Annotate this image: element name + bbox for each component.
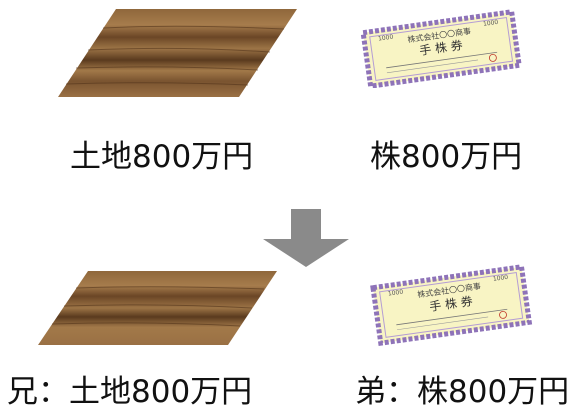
land-parcel-image-bottom: [38, 271, 277, 345]
down-arrow-icon: [263, 209, 349, 267]
elder-brother-land-label: 兄：土地800万円: [7, 374, 253, 410]
certificate-denomination-left-bottom: 1000: [388, 289, 404, 298]
stock-certificate-image-top: 株式会社〇〇商事 手 株 券 1000 1000: [360, 8, 522, 88]
land-parcel-image-top: [58, 9, 297, 97]
certificate-denomination-right-bottom: 1000: [493, 274, 509, 283]
certificate-title-bottom: 手 株 券: [428, 293, 473, 314]
certificate-title: 手 株 券: [418, 37, 463, 58]
certificate-denomination-left: 1000: [378, 34, 394, 43]
stock-certificate-image-bottom: 株式会社〇〇商事 手 株 券 1000 1000: [370, 264, 533, 346]
certificate-denomination-right: 1000: [483, 19, 499, 28]
younger-brother-stock-label: 弟：株800万円: [355, 374, 570, 410]
land-label-top: 土地800万円: [70, 139, 254, 175]
stock-label-top: 株800万円: [370, 139, 523, 175]
